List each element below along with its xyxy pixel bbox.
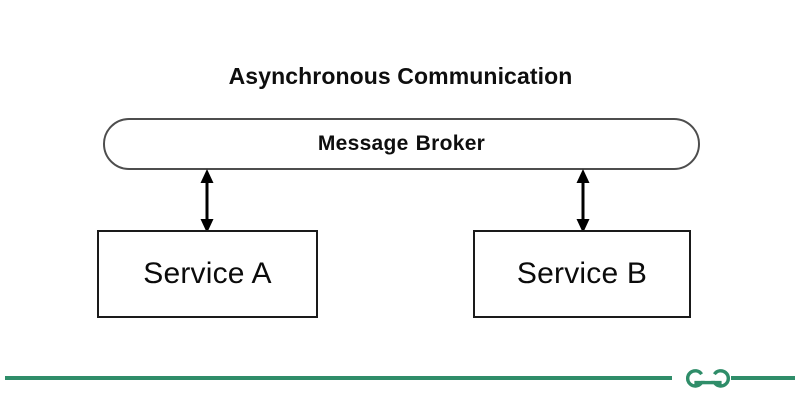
connector-arrow-broker-service-a [200, 169, 214, 233]
message-broker-label-word1: Message [317, 132, 409, 155]
service-a-node: Service A [97, 230, 318, 318]
service-b-node: Service B [473, 230, 691, 318]
service-a-label: Service A [143, 257, 272, 290]
message-broker-label: Message Broker [318, 132, 485, 156]
message-broker-label-word2: Broker [415, 132, 486, 155]
footer-divider-right [731, 376, 795, 380]
geeksforgeeks-logo [686, 369, 730, 388]
page-title: Asynchronous Communication [228, 63, 573, 89]
footer-divider-left [5, 376, 672, 380]
connector-arrow-broker-service-b [576, 169, 590, 233]
message-broker-node: Message Broker [103, 118, 700, 170]
service-b-label: Service B [516, 257, 648, 290]
